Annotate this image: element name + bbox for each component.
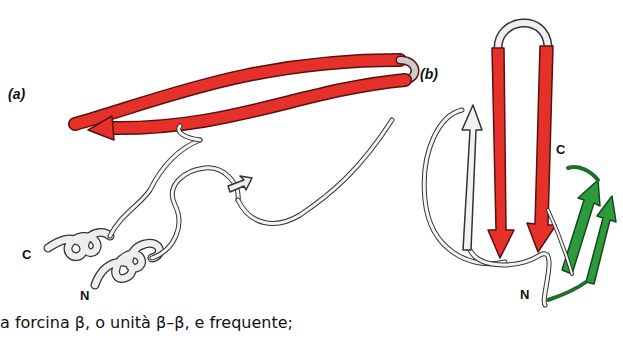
panel-tag: (b) — [420, 66, 438, 82]
ribbon-a — [48, 60, 415, 285]
terminus-label: N — [80, 288, 89, 303]
terminus-label: C — [22, 247, 31, 262]
caption: a forcina β, o unità β–β, e frequente; — [0, 313, 293, 332]
ribbon-b — [424, 23, 616, 305]
terminus-label: C — [556, 142, 565, 157]
panel-tag: (a) — [8, 86, 25, 102]
terminus-label: N — [520, 287, 529, 302]
